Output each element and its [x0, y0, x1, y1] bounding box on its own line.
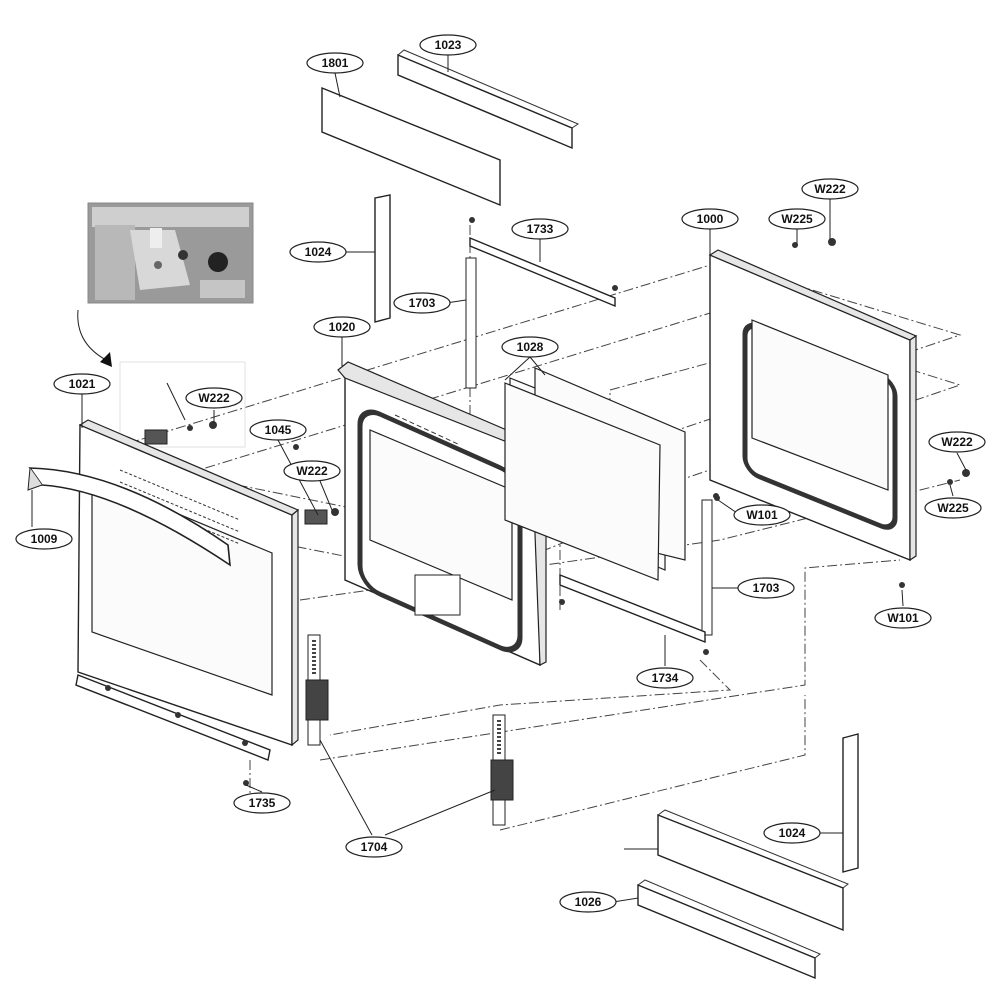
callout-1704: 1704 [345, 836, 403, 858]
callout-label: 1028 [517, 340, 544, 354]
callout-1024-bottom: 1024 [763, 822, 821, 844]
callout-w222-left: W222 [185, 387, 243, 409]
callout-label: 1801 [322, 56, 349, 70]
door-hinge-1704-right [490, 714, 514, 826]
callout-1020: 1020 [313, 316, 371, 338]
top-trim-strip-1023 [397, 49, 580, 150]
callout-label: 1704 [361, 840, 388, 854]
callout-label: W225 [937, 501, 969, 515]
callout-1024-top: 1024 [289, 241, 347, 263]
callout-1009: 1009 [15, 528, 73, 550]
callout-1023: 1023 [419, 34, 477, 56]
callout-label: 1021 [69, 377, 96, 391]
callout-label: 1733 [527, 222, 554, 236]
hinge-bracket-photo [87, 202, 254, 304]
glass-bracket-1734 [559, 573, 709, 655]
callout-1026: 1026 [559, 891, 617, 913]
door-hinge-1704-left [305, 634, 329, 746]
callout-1028: 1028 [501, 336, 559, 358]
callout-w222-right: W222 [928, 431, 986, 453]
callout-label: 1734 [652, 671, 679, 685]
door-liner-1000 [708, 238, 970, 588]
callout-label: 1024 [305, 245, 332, 259]
door-glass-1028 [504, 367, 686, 581]
leader-lines [31, 55, 967, 903]
callout-w225-right: W225 [924, 497, 982, 519]
callout-label: 1000 [697, 212, 724, 226]
front-trim-panel-1801 [321, 86, 501, 207]
hinge-bracket-1045 [144, 421, 339, 525]
glass-bracket-1733 [469, 217, 618, 308]
callout-label: W225 [781, 212, 813, 226]
callout-1733: 1733 [511, 218, 569, 240]
callout-w225-top: W225 [768, 208, 826, 230]
callout-label: 1703 [409, 296, 436, 310]
callout-w222-top: W222 [801, 178, 859, 200]
glass-bracket-1703-left [465, 257, 477, 389]
side-trim-1024-bottom [842, 733, 859, 873]
callout-label: W222 [814, 182, 846, 196]
callout-1703-top: 1703 [393, 292, 451, 314]
callout-w101-mid: W101 [733, 504, 791, 526]
callout-1703-bottom: 1703 [737, 577, 795, 599]
glass-bracket-1703-right [701, 493, 719, 636]
door-handle-1009 [27, 467, 231, 567]
callout-1734: 1734 [636, 667, 694, 689]
bottom-trim-panel [657, 809, 849, 932]
callout-1735: 1735 [233, 792, 291, 814]
callout-label: W222 [296, 464, 328, 478]
callout-1021: 1021 [53, 373, 111, 395]
callout-label: 1045 [265, 423, 292, 437]
callout-label: 1023 [435, 38, 462, 52]
callout-1045: 1045 [249, 419, 307, 441]
callout-label: 1703 [753, 581, 780, 595]
callout-label: 1026 [575, 895, 602, 909]
side-trim-1024-top [374, 194, 391, 323]
callout-1801: 1801 [306, 52, 364, 74]
callout-w101-bottom: W101 [874, 607, 932, 629]
bottom-trim-1735 [75, 674, 271, 786]
callout-label: W101 [887, 611, 919, 625]
callout-label: 1024 [779, 826, 806, 840]
callout-label: 1009 [31, 532, 58, 546]
callout-label: 1735 [249, 796, 276, 810]
inner-door-frame-1020 [337, 361, 547, 667]
callout-1000: 1000 [681, 208, 739, 230]
callout-label: W101 [746, 508, 778, 522]
callout-label: W222 [941, 435, 973, 449]
callout-label: W222 [198, 391, 230, 405]
photo-target-box [119, 361, 246, 448]
callout-label: 1020 [329, 320, 356, 334]
callout-w222-mid: W222 [283, 460, 341, 482]
